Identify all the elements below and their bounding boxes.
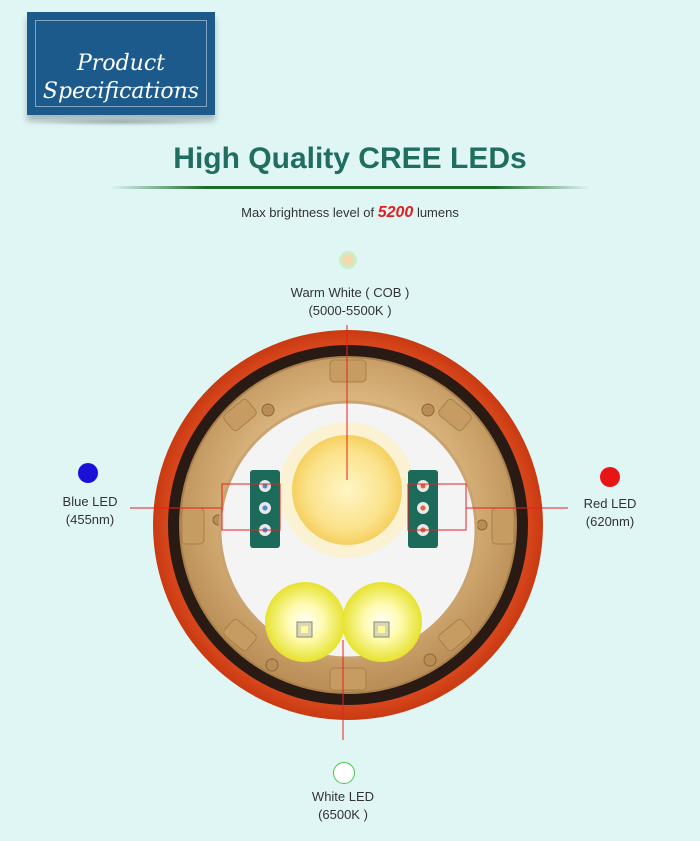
red-led-label: Red LED (620nm) [583, 496, 637, 529]
brightness-caption: Max brightness level of 5200 lumens [241, 204, 459, 221]
warm-white-swatch [342, 254, 354, 266]
lumens-value: 5200 [377, 204, 414, 221]
blue-led-swatch [78, 463, 98, 483]
product-specifications-badge: Product Specifications [27, 12, 215, 115]
blue-led-label: Blue LED (455nm) [62, 494, 118, 527]
page-title: High Quality CREE LEDs [173, 142, 527, 175]
white-led-label: White LED (6500K ) [311, 789, 375, 822]
red-led-highlight [407, 483, 467, 531]
title-underline [110, 186, 590, 189]
white-led-swatch [333, 762, 355, 784]
badge-line1: Product [77, 51, 165, 76]
warm-white-label: Warm White ( COB ) (5000-5500K ) [290, 285, 410, 318]
cob-led [292, 435, 402, 545]
badge-line2: Specifications [42, 79, 200, 104]
red-led-swatch [600, 467, 620, 487]
blue-led-highlight [221, 483, 281, 531]
